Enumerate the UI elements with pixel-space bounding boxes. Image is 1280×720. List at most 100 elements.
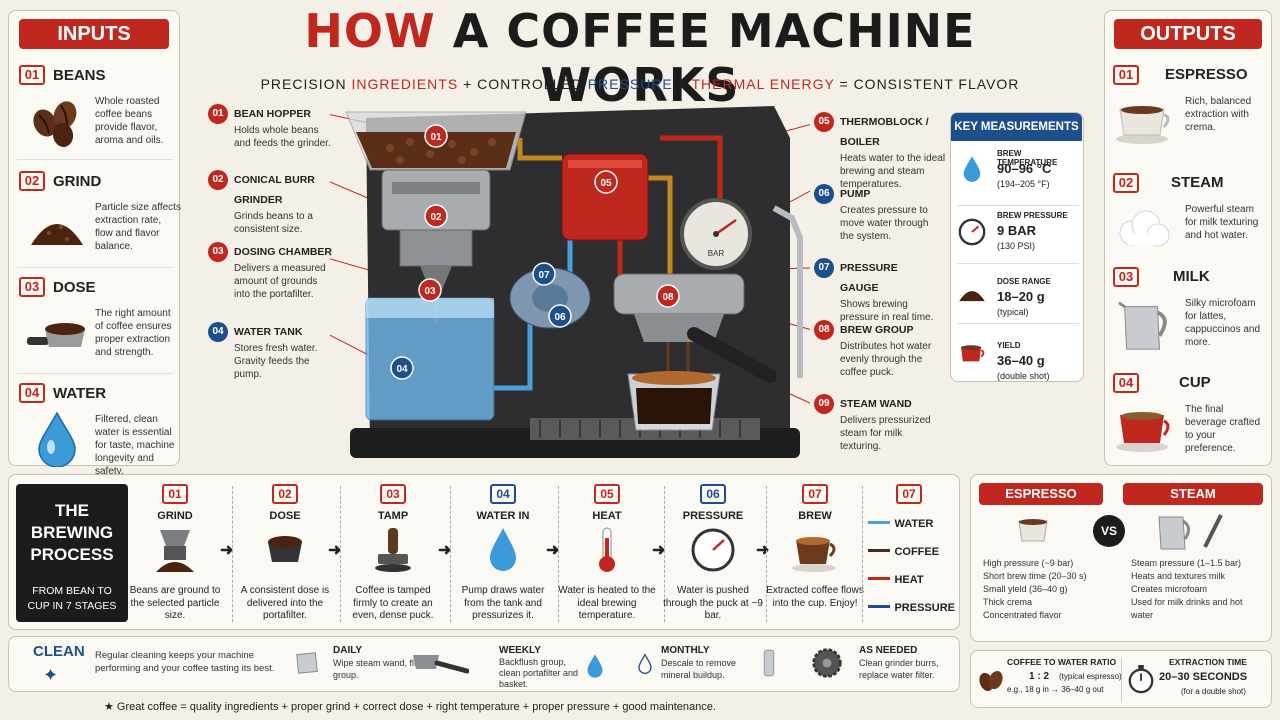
stage-name: TAMP <box>377 510 409 522</box>
clean-item-monthly: MONTHLY Descale to remove mineral buildu… <box>585 643 755 687</box>
output-name: MILK <box>1173 268 1210 285</box>
stage-brew: 07 BREW Extracted coffee flows into the … <box>764 484 866 610</box>
ratio-note: (typical espresso) <box>1059 672 1122 681</box>
grinder-icon <box>156 530 194 572</box>
extraction-title: EXTRACTION TIME <box>1169 657 1247 667</box>
portafilter-icon <box>413 655 469 674</box>
inputs-header: INPUTS <box>19 19 169 49</box>
feature-item: Thick crema <box>983 597 1033 607</box>
callout-description: Distributes hot water evenly through the… <box>840 341 932 378</box>
process-title-box: THE BREWING PROCESS FROM BEAN TO CUP IN … <box>16 484 128 622</box>
coffee-beans-icon <box>33 101 77 147</box>
stage-name: PRESSURE <box>682 510 744 522</box>
input-name: BEANS <box>53 66 106 84</box>
output-description: The final beverage crafted to your prefe… <box>1185 404 1261 454</box>
measurement-label: BREW TEMPERATURE <box>997 149 1058 167</box>
input-number: 01 <box>19 65 45 85</box>
arrow-icon: ➜ <box>546 542 560 559</box>
stage-name: WATER IN <box>476 510 530 522</box>
stage-dose: 02 DOSE A consistent dose is delivered i… <box>234 484 336 623</box>
callout-description: Shows brewing pressure in real time. <box>840 299 934 323</box>
espresso-cup-icon <box>1018 519 1048 542</box>
measurement-label: BREW PRESSURE <box>997 211 1068 220</box>
callout-description: Heats water to the ideal brewing and ste… <box>840 153 946 190</box>
stage-number: 06 <box>700 484 726 504</box>
callout-description: Stores fresh water. Gravity feeds the pu… <box>234 343 318 380</box>
callout-title: THERMOBLOCK / BOILER <box>840 116 929 148</box>
callout-title: BREW GROUP <box>840 324 914 336</box>
legend-label: PRESSURE <box>894 602 955 614</box>
stopwatch-icon <box>1128 665 1154 694</box>
burr-icon <box>812 648 842 678</box>
vs-badge: VS <box>1093 515 1125 547</box>
callout-number: 05 <box>814 112 834 132</box>
espresso-vs-steam-panel: ESPRESSO STEAM VS High pressure (~9 bar)… <box>970 474 1272 642</box>
callout-title: PUMP <box>840 188 871 200</box>
measurement-label: DOSE RANGE <box>997 277 1051 286</box>
subtitle-part: + <box>677 76 687 92</box>
outputs-panel: OUTPUTS 01 ESPRESSO Rich, balanced extra… <box>1104 10 1272 466</box>
callout-title: CONICAL BURR GRINDER <box>234 174 315 206</box>
clean-item-weekly: WEEKLY Backflush group, clean portafilte… <box>409 643 589 689</box>
output-description: Silky microfoam for lattes, cappuccinos … <box>1185 298 1261 348</box>
stage-name: DOSE <box>269 510 301 522</box>
arrow-icon: ➜ <box>220 542 234 559</box>
milk-pitcher-icon <box>1118 301 1167 350</box>
extraction-note: (for a double shot) <box>1181 687 1246 696</box>
clean-intro: Regular cleaning keeps your machine perf… <box>95 650 275 674</box>
measurement-note: (194–205 °F) <box>997 179 1050 189</box>
measurement-note: (double shot) <box>997 371 1050 381</box>
feature-item: Creates microfoam <box>1131 584 1208 594</box>
cleaning-panel: CLEAN ✦ Regular cleaning keeps your mach… <box>8 636 960 692</box>
gauge-label: BAR <box>708 249 725 258</box>
steam-cloud-icon <box>1119 210 1170 247</box>
stage-description: Beans are ground to the selected particl… <box>129 585 221 621</box>
stage-tamp: 03 TAMP Coffee is tamped firmly to creat… <box>342 484 444 623</box>
ground-coffee-icon <box>959 291 985 302</box>
callout-steam-wand: 09 STEAM WAND Delivers pressurized steam… <box>814 394 939 453</box>
output-description: Powerful steam for milk texturing and ho… <box>1185 204 1259 241</box>
compare-left-header: ESPRESSO <box>979 483 1103 505</box>
callout-number: 04 <box>208 322 228 342</box>
clean-item-as-needed: AS NEEDED Clean grinder burrs, replace w… <box>761 643 961 687</box>
measurement-yield: YIELD 36–40 g (double shot) <box>957 325 1079 381</box>
ratio-example: e.g., 18 g in → 36–40 g out <box>1007 685 1104 694</box>
callout-number: 06 <box>814 184 834 204</box>
clean-item-daily: DAILY Wipe steam wand, flush group. <box>293 643 473 687</box>
callout-pump: 06 PUMP Creates pressure to move water t… <box>814 184 939 243</box>
stage-number: 01 <box>162 484 188 504</box>
measurement-dose-range: DOSE RANGE 18–20 g (typical) <box>957 265 1079 321</box>
output-name: ESPRESSO <box>1165 66 1248 83</box>
footer-note: ★ Great coffee = quality ingredients + p… <box>104 701 716 713</box>
title-main: A COFFEE MACHINE WORKS <box>452 4 976 112</box>
stage-name: BREW <box>798 510 832 522</box>
stage-number: 02 <box>272 484 298 504</box>
espresso-cup-icon <box>1116 106 1170 144</box>
stage-number: 05 <box>594 484 620 504</box>
stage-description: Extracted coffee flows into the cup. Enj… <box>766 585 864 609</box>
espresso-cup-icon <box>961 345 985 362</box>
feature-item: High pressure (~9 bar) <box>983 558 1074 568</box>
pressure-gauge-icon <box>958 218 986 246</box>
clean-item-title: AS NEEDED <box>859 645 918 656</box>
extraction-value: 20–30 SECONDS <box>1159 671 1248 683</box>
portafilter-icon <box>268 536 302 562</box>
feature-item: Short brew time (20–30 s) <box>983 571 1087 581</box>
marker-label: 03 <box>424 286 436 297</box>
callout-title: STEAM WAND <box>840 398 912 410</box>
clean-item-title: WEEKLY <box>499 645 541 656</box>
clean-item-desc: Clean grinder burrs, replace water filte… <box>859 658 939 680</box>
output-item-steam: 02 STEAM Powerful steam for milk texturi… <box>1113 173 1263 263</box>
output-description: Rich, balanced extraction with crema. <box>1185 96 1252 133</box>
stage-heat: 05 HEAT Water is heated to the ideal bre… <box>556 484 658 623</box>
sparkle-icon: ✦ <box>43 665 59 685</box>
filter-icon <box>763 649 775 677</box>
subtitle-part: = CONSISTENT FLAVOR <box>839 76 1020 92</box>
pressure-gauge-icon <box>691 528 735 572</box>
water-drop-icon <box>490 528 516 571</box>
output-number: 02 <box>1113 173 1139 193</box>
measurement-label: YIELD <box>997 341 1021 350</box>
